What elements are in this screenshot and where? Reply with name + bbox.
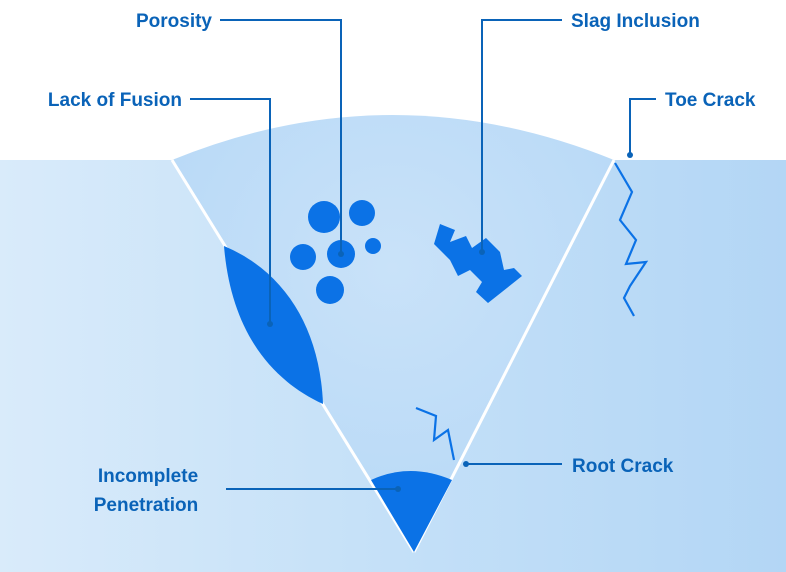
slag-inclusion-leader-dot bbox=[479, 249, 485, 255]
porosity-leader bbox=[220, 19, 342, 254]
toe-crack bbox=[614, 162, 649, 317]
lack-of-fusion-defect bbox=[224, 246, 323, 404]
porosity-label: Porosity bbox=[136, 11, 212, 32]
toe-crack-label: Toe Crack bbox=[665, 90, 756, 111]
toe-crack-leader bbox=[629, 98, 656, 155]
porosity-pore bbox=[290, 244, 316, 270]
root-crack-leader-dot bbox=[463, 461, 469, 467]
root-crack bbox=[415, 406, 456, 461]
slag-inclusion-label: Slag Inclusion bbox=[571, 11, 700, 32]
slag-inclusion-leader bbox=[481, 19, 562, 252]
porosity-leader-dot bbox=[338, 251, 344, 257]
slag-inclusion-defect bbox=[434, 224, 522, 303]
lack-of-fusion-leader-dot bbox=[267, 321, 273, 327]
root-crack-label: Root Crack bbox=[572, 456, 674, 477]
lack-of-fusion-leader bbox=[190, 98, 271, 324]
incomplete-penetration-label-line1: Incomplete bbox=[98, 466, 198, 487]
porosity-pore bbox=[308, 201, 340, 233]
toe-crack-leader-dot bbox=[627, 152, 633, 158]
lack-of-fusion-label: Lack of Fusion bbox=[48, 90, 182, 111]
porosity-pore bbox=[349, 200, 375, 226]
weld-bead bbox=[172, 115, 614, 552]
incomplete-penetration-defect bbox=[371, 471, 452, 552]
porosity-pore bbox=[316, 276, 344, 304]
incomplete-penetration-label-line2: Penetration bbox=[94, 495, 199, 516]
porosity-pore bbox=[365, 238, 381, 254]
incomplete-penetration-leader-dot bbox=[395, 486, 401, 492]
